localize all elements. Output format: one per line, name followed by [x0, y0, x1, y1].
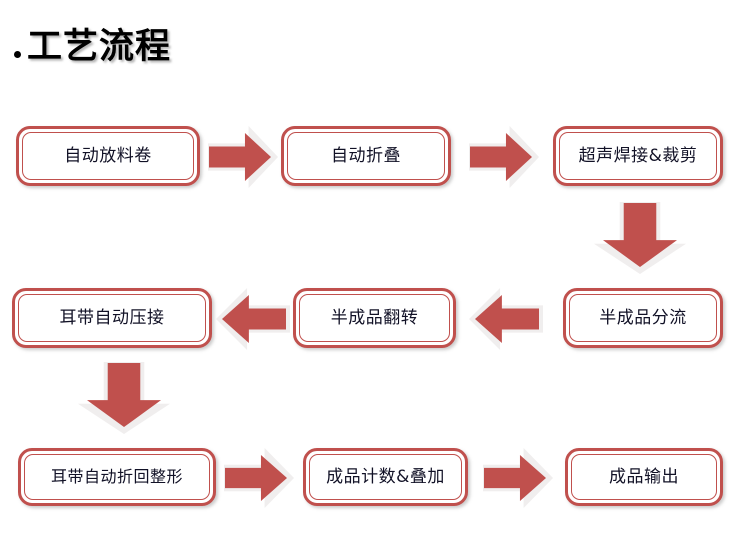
- process-step-6-frame: 耳带自动压接: [18, 294, 206, 342]
- process-step-6[interactable]: 耳带自动压接: [12, 288, 212, 348]
- process-step-5-frame: 半成品翻转: [299, 294, 450, 342]
- process-step-2-frame: 自动折叠: [287, 132, 445, 180]
- process-step-7-frame: 耳带自动折回整形: [24, 454, 210, 500]
- process-step-3[interactable]: 超声焊接&裁剪: [553, 126, 723, 186]
- process-step-9-label: 成品输出: [609, 466, 679, 487]
- connector-arrow-3: [603, 203, 677, 267]
- process-step-2[interactable]: 自动折叠: [281, 126, 451, 186]
- slide-title-row: 工艺流程: [14, 28, 171, 67]
- process-step-4[interactable]: 半成品分流: [563, 288, 723, 348]
- process-step-7[interactable]: 耳带自动折回整形: [18, 448, 216, 506]
- process-step-9[interactable]: 成品输出: [565, 448, 723, 506]
- process-step-4-frame: 半成品分流: [569, 294, 717, 342]
- process-step-2-label: 自动折叠: [331, 145, 401, 166]
- process-step-9-frame: 成品输出: [571, 454, 717, 500]
- process-step-1-frame: 自动放料卷: [22, 132, 194, 180]
- process-step-1-label: 自动放料卷: [64, 145, 152, 166]
- process-step-8-frame: 成品计数&叠加: [309, 454, 462, 500]
- dot-bullet-icon: [14, 50, 21, 58]
- process-step-8-label: 成品计数&叠加: [326, 466, 445, 487]
- process-step-4-label: 半成品分流: [599, 307, 687, 328]
- connector-arrow-4: [475, 295, 539, 343]
- connector-arrow-6: [87, 363, 161, 427]
- process-step-5[interactable]: 半成品翻转: [293, 288, 456, 348]
- page-title: 工艺流程: [27, 27, 172, 67]
- process-step-6-label: 耳带自动压接: [59, 307, 165, 328]
- process-step-3-frame: 超声焊接&裁剪: [559, 132, 717, 180]
- process-step-3-label: 超声焊接&裁剪: [578, 145, 698, 166]
- process-step-5-label: 半成品翻转: [330, 307, 419, 328]
- process-step-7-label: 耳带自动折回整形: [50, 467, 183, 486]
- process-step-1[interactable]: 自动放料卷: [16, 126, 200, 186]
- connector-arrow-5: [222, 295, 286, 343]
- process-step-8[interactable]: 成品计数&叠加: [303, 448, 468, 506]
